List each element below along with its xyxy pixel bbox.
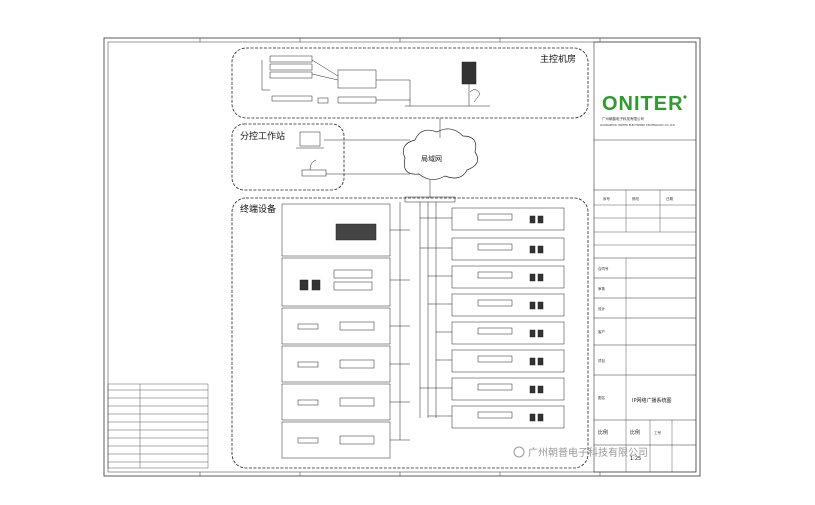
wechat-icon <box>513 446 525 458</box>
legend-table <box>107 383 209 469</box>
label-sub-station: 分控工作站 <box>240 130 285 142</box>
drawing-name: IP网络广播系统图 <box>632 397 672 404</box>
tb-col-seq: 序号 <box>603 196 611 201</box>
region-terminal <box>231 197 589 469</box>
watermark: 广州朝普电子科技有限公司 <box>528 446 648 459</box>
tb-project: 项目 <box>598 358 605 363</box>
tb-client: 客户 <box>598 329 605 334</box>
tb-col-revise: 修改 <box>632 196 640 201</box>
tb-scale-value: 1:25 <box>630 456 641 462</box>
tb-scale-label-2: 比例 <box>630 429 640 436</box>
tb-col-date: 日期 <box>666 196 674 201</box>
main-room-devices <box>261 55 490 107</box>
label-lan: 局域网 <box>421 154 442 163</box>
terminal-left-column <box>281 202 410 459</box>
label-terminal: 终端设备 <box>240 203 276 215</box>
lan-cloud <box>403 128 478 180</box>
title-block <box>593 41 697 473</box>
region-main-room <box>231 47 589 119</box>
oniter-logo: ONITER <box>602 93 684 115</box>
company-name: 广州朝普电子科技有限公司 <box>602 116 644 121</box>
company-name-en: GUANGZHOU ONITER ELECTRONIC TECHNOLOGY C… <box>600 123 676 127</box>
drawing-border <box>103 37 701 477</box>
core-switch <box>404 196 456 203</box>
sub-station-devices <box>296 131 410 177</box>
border-ticks <box>199 38 601 476</box>
logo-dot <box>683 95 687 99</box>
tb-contract: 合同号 <box>598 266 609 271</box>
label-main-room: 主控机房 <box>540 53 576 65</box>
region-sub-station <box>231 123 345 191</box>
tb-drawing-label: 图名 <box>598 395 605 400</box>
tb-design: 设计 <box>598 306 606 311</box>
tb-sheet-label: 工号 <box>654 430 662 435</box>
tb-scale-label: 比例 <box>598 429 608 436</box>
terminal-right-column <box>419 202 565 429</box>
tb-review: 审核 <box>598 286 606 291</box>
